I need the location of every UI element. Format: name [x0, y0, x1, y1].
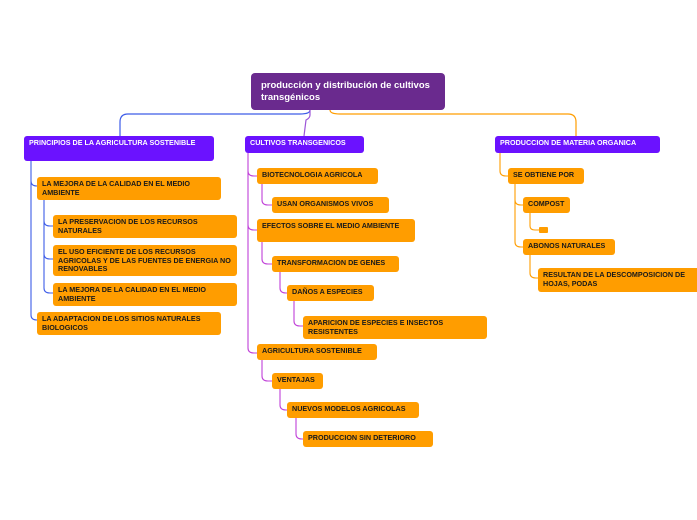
edge-nuevos-produccion [295, 418, 304, 440]
transformacion-genes[interactable]: TRANSFORMACION DE GENES [272, 256, 399, 272]
root-topic[interactable]: producción y distribución de cultivos tr… [251, 73, 445, 110]
edge-root-produccion [329, 109, 577, 136]
edge-efectos-transformacion [261, 242, 273, 265]
edge-principios-children [30, 161, 39, 321]
edge-seobtiene-children [514, 184, 523, 248]
danos-especies[interactable]: DAÑOS A ESPECIES [287, 285, 374, 301]
produccion-materia-organica[interactable]: PRODUCCION DE MATERIA ORGANICA [495, 136, 660, 153]
abonos-naturales[interactable]: ABONOS NATURALES [523, 239, 615, 255]
agricultura-sostenible[interactable]: AGRICULTURA SOSTENIBLE [257, 344, 377, 360]
aparicion-especies-insectos[interactable]: APARICION DE ESPECIES E INSECTOS RESISTE… [303, 316, 487, 339]
biotecnologia-agricola[interactable]: BIOTECNOLOGIA AGRICOLA [257, 168, 378, 184]
edge-biotec-usan [261, 184, 273, 206]
edge-root-cultivos [303, 110, 311, 137]
mejora-calidad-medio-ambiente[interactable]: LA MEJORA DE LA CALIDAD EN EL MEDIO AMBI… [37, 177, 221, 200]
empty-topic-node[interactable] [539, 227, 548, 233]
efectos-medio-ambiente[interactable]: EFECTOS SOBRE EL MEDIO AMBIENTE [257, 219, 415, 242]
se-obtiene-por[interactable]: SE OBTIENE POR [508, 168, 584, 184]
edge-root-principios [119, 109, 311, 136]
nuevos-modelos-agricolas[interactable]: NUEVOS MODELOS AGRICOLAS [287, 402, 419, 418]
edge-compost-dot [529, 213, 539, 231]
adaptacion-sitios-naturales[interactable]: LA ADAPTACION DE LOS SITIOS NATURALES BI… [37, 312, 221, 335]
principios-agricultura-sostenible[interactable]: PRINCIPIOS DE LA AGRICULTURA SOSTENIBLE [24, 136, 214, 161]
cultivos-transgenicos[interactable]: CULTIVOS TRANSGENICOS [245, 136, 364, 153]
edge-transformacion-danos [279, 272, 288, 294]
resultan-descomposicion[interactable]: RESULTAN DE LA DESCOMPOSICION DE HOJAS, … [538, 268, 697, 292]
uso-eficiente-recursos[interactable]: EL USO EFICIENTE DE LOS RECURSOS AGRICOL… [53, 245, 237, 276]
edge-agricultura-ventajas [261, 360, 273, 382]
edge-danos-aparicion [293, 301, 304, 327]
edge-abonos-resultan [529, 255, 539, 279]
mejora-calidad-medio-ambiente-2[interactable]: LA MEJORA DE LA CALIDAD EN EL MEDIO AMBI… [53, 283, 237, 306]
usan-organismos-vivos[interactable]: USAN ORGANISMOS VIVOS [272, 197, 389, 213]
ventajas[interactable]: VENTAJAS [272, 373, 323, 389]
compost[interactable]: COMPOST [523, 197, 570, 213]
edge-mejora1-children [43, 200, 54, 294]
edge-produccion-seobtiene [499, 153, 508, 177]
edge-cultivos-children [247, 153, 257, 354]
edge-ventajas-nuevos [279, 389, 288, 411]
produccion-sin-deterioro[interactable]: PRODUCCION SIN DETERIORO [303, 431, 433, 447]
preservacion-recursos-naturales[interactable]: LA PRESERVACION DE LOS RECURSOS NATURALE… [53, 215, 237, 238]
